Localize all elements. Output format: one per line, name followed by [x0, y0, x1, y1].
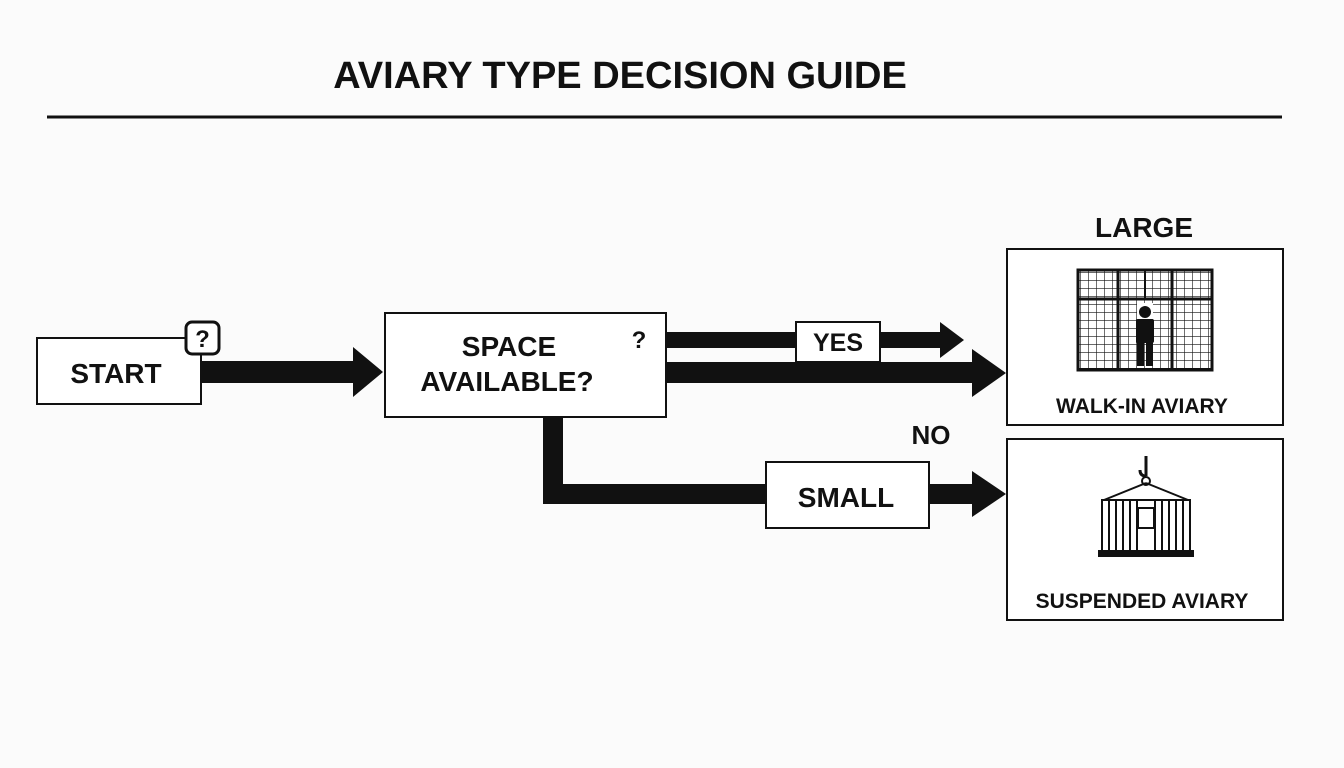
walk-in-aviary-icon — [1076, 268, 1214, 372]
no-label: NO — [912, 420, 951, 450]
start-node — [36, 337, 202, 405]
arrow-decision-to-large — [667, 349, 1006, 397]
arrow-start-to-decision — [202, 347, 383, 397]
decision-label-line2: AVAILABLE? — [420, 366, 593, 397]
decision-question-mark: ? — [632, 327, 647, 354]
decision-node — [384, 312, 667, 418]
small-label: SMALL — [798, 482, 894, 513]
diagram-title: AVIARY TYPE DECISION GUIDE — [333, 55, 907, 97]
start-label: START — [70, 358, 161, 389]
suspended-aviary-icon — [1098, 456, 1194, 557]
small-label-box — [765, 461, 930, 529]
suspended-aviary-label: SUSPENDED AVIARY — [1036, 590, 1249, 613]
walk-in-aviary-label: WALK-IN AVIARY — [1056, 395, 1228, 418]
yes-label: YES — [813, 329, 863, 357]
question-badge — [184, 320, 221, 356]
decision-label-line1: SPACE — [462, 331, 556, 362]
question-badge-mark: ? — [195, 326, 210, 353]
large-heading: LARGE — [1095, 212, 1193, 243]
